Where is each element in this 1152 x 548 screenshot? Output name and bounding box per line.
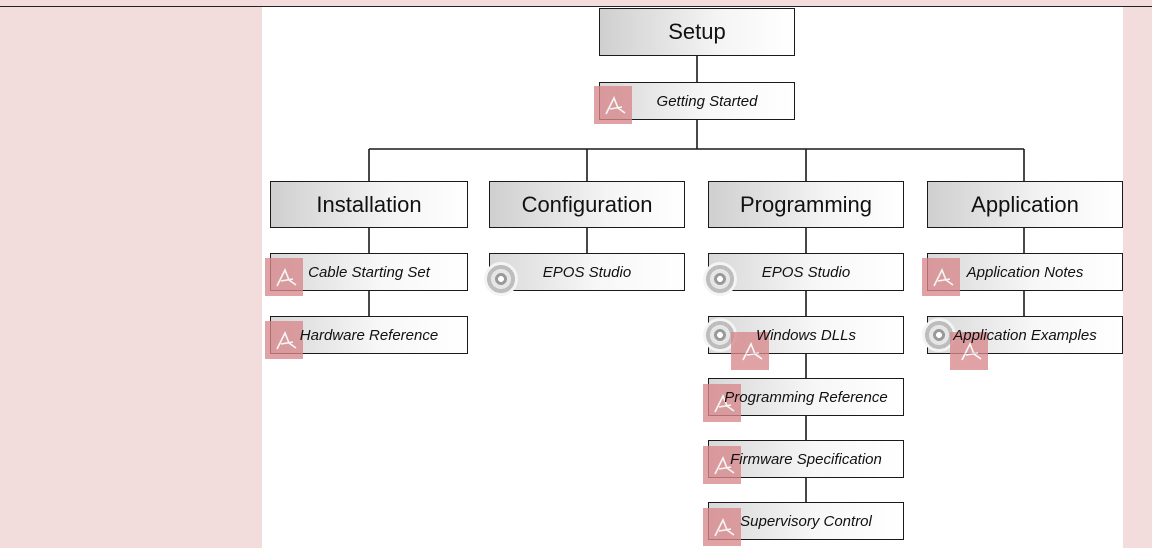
item-label: Hardware Reference [299, 326, 439, 344]
cd-disc-icon [484, 262, 518, 296]
item-label: Application Examples [953, 326, 1097, 344]
item-cable-starting-set[interactable]: Cable Starting Set [270, 253, 468, 291]
pdf-document-icon [703, 508, 741, 546]
pdf-document-icon [265, 321, 303, 359]
item-programming-reference[interactable]: Programming Reference [708, 378, 904, 416]
pdf-document-icon [922, 258, 960, 296]
pdf-document-icon [703, 446, 741, 484]
pdf-document-icon [265, 258, 303, 296]
item-label: EPOS Studio [542, 263, 632, 281]
getting-started-label: Getting Started [656, 92, 758, 110]
item-label: Application Notes [966, 263, 1084, 281]
category-configuration[interactable]: Configuration [489, 181, 685, 228]
item-label: Cable Starting Set [308, 263, 430, 281]
pdf-document-icon [731, 332, 769, 370]
programming-title: Programming [739, 191, 873, 217]
item-label: Firmware Specification [730, 450, 882, 468]
cd-disc-icon [703, 262, 737, 296]
category-programming[interactable]: Programming [708, 181, 904, 228]
pdf-document-icon [703, 384, 741, 422]
item-label: Programming Reference [724, 388, 888, 406]
item-prog-epos-studio[interactable]: EPOS Studio [708, 253, 904, 291]
application-title: Application [971, 191, 1079, 217]
item-label: Windows DLLs [756, 326, 856, 344]
setup-label: Setup [668, 19, 726, 44]
configuration-title: Configuration [521, 191, 653, 217]
installation-title: Installation [316, 191, 422, 217]
category-installation[interactable]: Installation [270, 181, 468, 228]
pdf-document-icon [594, 86, 632, 124]
item-application-examples[interactable]: Application Examples [927, 316, 1123, 354]
item-config-epos-studio[interactable]: EPOS Studio [489, 253, 685, 291]
category-application[interactable]: Application [927, 181, 1123, 228]
item-label: Supervisory Control [740, 512, 872, 530]
item-label: EPOS Studio [761, 263, 851, 281]
top-border [0, 6, 1152, 7]
item-hardware-reference[interactable]: Hardware Reference [270, 316, 468, 354]
pdf-document-icon [950, 332, 988, 370]
setup-box[interactable]: Setup [599, 8, 795, 56]
